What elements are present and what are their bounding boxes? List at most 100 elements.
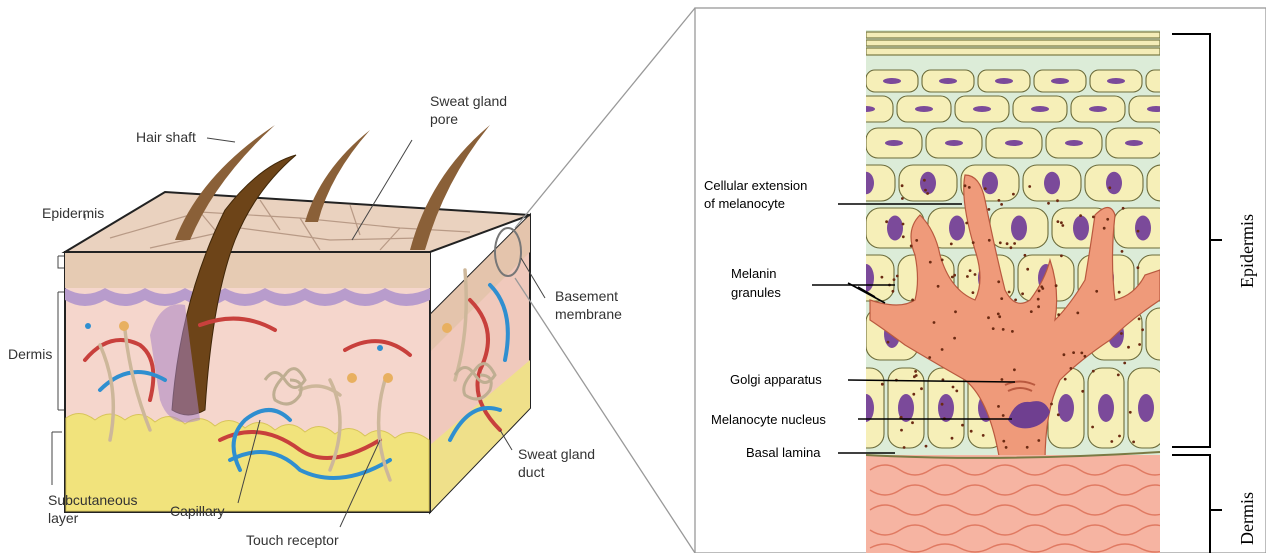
melanin-granule (1118, 291, 1121, 294)
label-subcutaneous-1: Subcutaneous (48, 492, 138, 508)
melanin-granule (999, 241, 1002, 244)
block-front-epidermis (65, 252, 430, 288)
melanin-granule (924, 189, 927, 192)
melanin-granule (997, 313, 1000, 316)
label-epidermis-left: Epidermis (42, 205, 104, 221)
melanin-granule (982, 434, 985, 437)
melanin-granule (1076, 312, 1079, 315)
melanin-granule (997, 280, 1000, 283)
cell-nucleus (949, 216, 965, 241)
cell-nucleus (1106, 172, 1122, 195)
cell-nucleus (1138, 394, 1154, 422)
cell-nucleus (915, 106, 933, 112)
label-basement-membrane-2: membrane (555, 306, 622, 322)
cell-nucleus (973, 106, 991, 112)
cell-nucleus (1073, 216, 1089, 241)
cell-nucleus (945, 140, 963, 146)
melanin-granule (885, 220, 888, 223)
melanin-granule (1050, 403, 1053, 406)
melanin-granule (1138, 318, 1141, 321)
label-sweat-gland-pore-1: Sweat gland (430, 93, 507, 109)
melanin-granule (1038, 290, 1041, 293)
melanin-granule (1013, 368, 1016, 371)
melanin-granule (941, 259, 944, 262)
label-cellular-extension-2: of melanocyte (704, 196, 785, 211)
melanin-granule (1028, 185, 1031, 188)
melanin-granule (1084, 355, 1087, 358)
dermis-tissue (866, 455, 1170, 553)
melanin-granule (1080, 352, 1083, 355)
melanin-granule (951, 276, 954, 279)
label-touch-receptor: Touch receptor (246, 532, 339, 548)
label-basement-membrane-1: Basement (555, 288, 618, 304)
stratum-corneum (866, 32, 1160, 55)
melanin-granule (968, 186, 971, 189)
melanin-granule (951, 437, 954, 440)
melanin-granule (984, 187, 987, 190)
melanin-granule (998, 199, 1001, 202)
melanin-granule (903, 446, 906, 449)
melanin-granule (1040, 285, 1043, 288)
melanin-granule (1012, 193, 1015, 196)
melanin-granule (987, 316, 990, 319)
melanin-granule (1081, 390, 1084, 393)
melanin-granule (1010, 246, 1013, 249)
melanin-granule (998, 315, 1001, 318)
melanin-granule (1037, 439, 1040, 442)
melanin-granule (887, 341, 890, 344)
label-basal-lamina: Basal lamina (746, 445, 821, 460)
cell-nucleus (1044, 172, 1060, 195)
cell-nucleus (883, 78, 901, 84)
epidermis-closeup (837, 30, 1205, 462)
melanin-granule (892, 290, 895, 293)
melanin-granule (1002, 440, 1005, 443)
label-sweat-gland-duct-1: Sweat gland (518, 446, 595, 462)
label-capillary: Capillary (170, 503, 224, 519)
melanin-granule (1092, 216, 1095, 219)
melanin-granule (881, 276, 884, 279)
melanin-granule (1070, 367, 1073, 370)
melanin-granule (997, 405, 1000, 408)
melanin-granule (1091, 426, 1094, 429)
melanin-granule (1110, 440, 1113, 443)
melanin-granule (1057, 313, 1060, 316)
melanin-granule (920, 387, 923, 390)
melanin-granule (988, 208, 991, 211)
melanin-granule (926, 192, 929, 195)
label-melanocyte-nucleus: Melanocyte nucleus (711, 412, 826, 427)
melanin-granule (1132, 441, 1135, 444)
cell-nucleus (1031, 106, 1049, 112)
melanin-granule (911, 421, 914, 424)
melanin-granule (902, 235, 905, 238)
cell-nucleus (1107, 78, 1125, 84)
melanin-granule (1002, 414, 1005, 417)
cell-nucleus (1098, 394, 1114, 422)
melanin-granule (929, 261, 932, 264)
cell-nucleus (920, 172, 936, 195)
cell-nucleus (939, 78, 957, 84)
melanin-granule (953, 274, 956, 277)
melanin-granule (1061, 224, 1064, 227)
cell-nucleus (1125, 140, 1143, 146)
melanin-granule (1000, 203, 1003, 206)
melanin-granule (1122, 207, 1125, 210)
melanin-granule (928, 356, 931, 359)
melanin-granule (1006, 242, 1009, 245)
melanin-granule (901, 197, 904, 200)
melanin-granule (914, 370, 917, 373)
cell-nucleus (1089, 106, 1107, 112)
cell-nucleus (1065, 140, 1083, 146)
melanin-granule (1024, 254, 1027, 257)
melanin-granule (902, 223, 905, 226)
melanin-granule (969, 269, 972, 272)
cell-nucleus (982, 172, 998, 195)
label-sweat-gland-pore-2: pore (430, 111, 458, 127)
melanin-granule (1095, 290, 1098, 293)
melanin-granule (952, 386, 955, 389)
melanin-granule (1008, 291, 1011, 294)
cell-nucleus (1135, 216, 1151, 241)
cell-nucleus (887, 216, 903, 241)
cell-nucleus (995, 78, 1013, 84)
melanin-granule (1037, 298, 1040, 301)
